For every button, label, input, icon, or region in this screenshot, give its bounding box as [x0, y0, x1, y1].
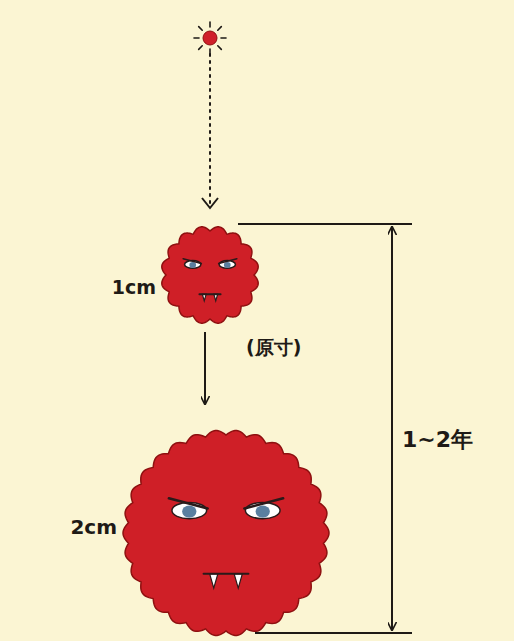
pupil [189, 262, 196, 268]
ray [209, 22, 211, 27]
mouth [204, 573, 249, 575]
duration-label: 1~2年 [402, 429, 473, 451]
seed-cell [194, 22, 226, 54]
size-label: 1cm [112, 278, 156, 297]
eyebrow [169, 498, 208, 508]
arrowhead [202, 198, 218, 208]
eyebrow [244, 498, 283, 508]
cell-body [162, 227, 258, 323]
growth-arrow [204, 332, 206, 404]
mouth [199, 293, 220, 295]
ray [199, 27, 203, 31]
dimension-arrow [391, 227, 393, 630]
eyebrow [183, 259, 201, 264]
cancer-cell [123, 431, 329, 636]
cancer-cell [162, 227, 258, 323]
cell-body [123, 431, 329, 636]
bracket-line [238, 223, 412, 225]
pupil [224, 262, 231, 268]
ray [209, 49, 211, 54]
size-label: 2cm [70, 517, 117, 537]
ray [221, 37, 226, 39]
fang [234, 574, 242, 588]
pupil [256, 505, 270, 517]
pupil [182, 505, 196, 517]
ray [199, 46, 203, 50]
bracket-line [255, 632, 412, 634]
eyebrow [219, 259, 237, 264]
fang [214, 294, 218, 301]
growth-dotted-arrow [209, 54, 211, 206]
note-label: (原寸) [246, 338, 301, 357]
ray [218, 46, 222, 50]
ray [194, 37, 199, 39]
fang [210, 574, 218, 588]
seed-dot [203, 31, 217, 45]
fang [202, 294, 206, 301]
ray [218, 27, 222, 31]
